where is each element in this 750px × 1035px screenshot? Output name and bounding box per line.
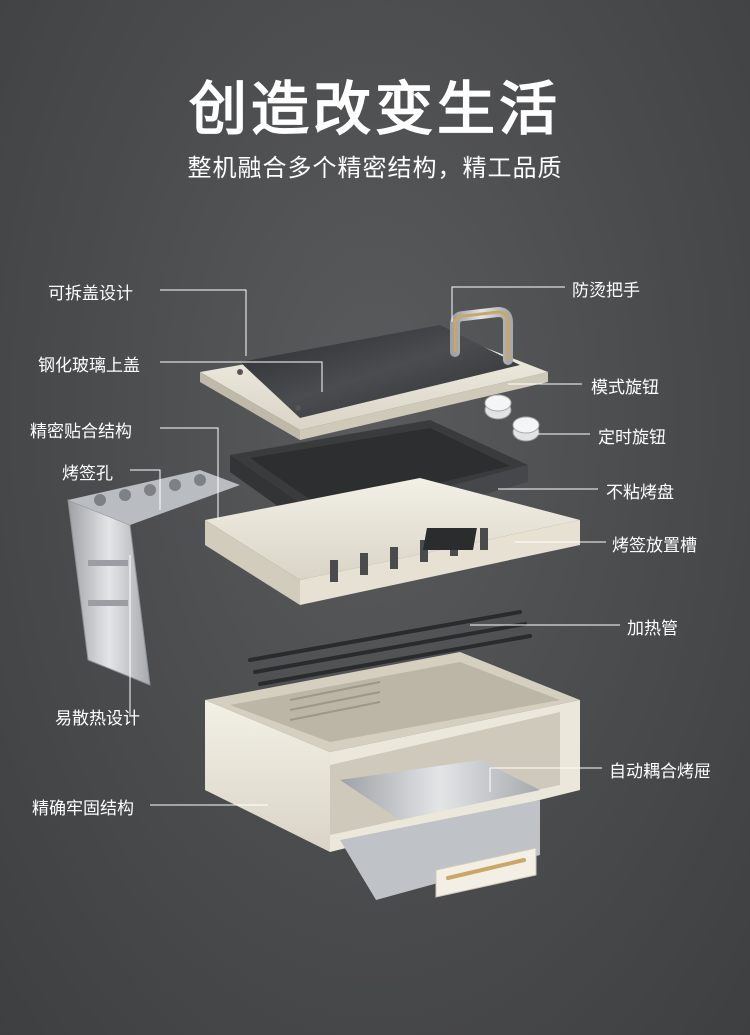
label-skewer-slot: 烤签放置槽: [612, 536, 697, 556]
side-panel: [67, 470, 240, 686]
label-removable-lid: 可拆盖设计: [48, 284, 133, 304]
label-anti-scald-handle: 防烫把手: [572, 281, 640, 301]
leader-lines: [129, 286, 620, 806]
knobs: [484, 394, 540, 442]
skewer-frame: [205, 478, 580, 605]
drawer: [340, 760, 540, 900]
label-heat-dissipation: 易散热设计: [55, 709, 140, 729]
page-title: 创造改变生活: [188, 75, 561, 143]
page-subtitle: 整机融合多个精密结构，精工品质: [187, 154, 563, 182]
label-nonstick-tray: 不粘烤盘: [606, 483, 674, 503]
label-firm-structure: 精确牢固结构: [32, 799, 134, 819]
label-auto-coupling-drawer: 自动耦合烤屉: [609, 762, 711, 782]
label-precision-fit: 精密贴合结构: [30, 422, 132, 442]
label-tempered-glass-lid: 钢化玻璃上盖: [38, 356, 140, 376]
glass-lid: [200, 325, 548, 440]
label-timer-knob: 定时旋钮: [598, 428, 666, 448]
label-heating-tube: 加热管: [627, 619, 678, 639]
label-mode-knob: 模式旋钮: [591, 378, 659, 398]
label-skewer-holes: 烤签孔: [62, 464, 113, 484]
heating-tubes: [248, 610, 532, 686]
handle: [450, 306, 513, 365]
